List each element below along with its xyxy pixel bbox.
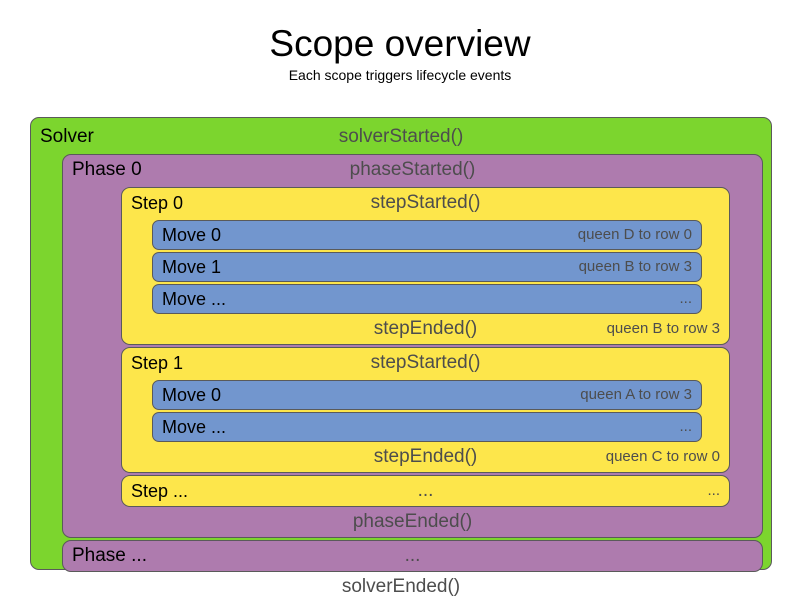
move-0-1-row: Move 1 queen B to row 3: [153, 253, 701, 281]
heading-block: Scope overview Each scope triggers lifec…: [0, 0, 800, 83]
step-0-label: Step 0: [131, 193, 184, 213]
phase-ellipsis-label: Phase ...: [72, 545, 147, 566]
phase-ellipsis-row: Phase ... ...: [63, 541, 762, 571]
move-0-0-detail: queen D to row 0: [577, 226, 692, 243]
phase-0-ended-event: phaseEnded(): [352, 511, 473, 532]
move-0-2-row: Move ... ...: [153, 285, 701, 313]
step-ellipsis-row: Step ... ... ...: [122, 476, 729, 506]
step-0-ended-detail: queen B to row 3: [606, 320, 720, 337]
move-0-0-row: Move 0 queen D to row 0: [153, 221, 701, 249]
step-1-label: Step 1: [131, 353, 184, 373]
move-scope-0-0[interactable]: Move 0 queen D to row 0: [152, 220, 702, 250]
step-scope-1[interactable]: Step 1 stepStarted() Move 0 queen A to r…: [121, 347, 730, 473]
step-scope-0[interactable]: Step 0 stepStarted() Move 0 queen D to r…: [121, 187, 730, 345]
move-0-2-detail: ...: [679, 290, 692, 307]
step-ellipsis-event: ...: [417, 480, 434, 501]
phase-ellipsis-event: ...: [404, 545, 421, 566]
move-0-1-label: Move 1: [162, 257, 222, 277]
move-1-1-label: Move ...: [162, 417, 227, 437]
solver-footer-row: solverEnded(): [31, 572, 771, 602]
step-0-ended-event: stepEnded(): [373, 318, 478, 339]
move-scope-0-1[interactable]: Move 1 queen B to row 3: [152, 252, 702, 282]
move-1-1-row: Move ... ...: [153, 413, 701, 441]
page-title: Scope overview: [269, 23, 531, 64]
step-0-header-row: Step 0 stepStarted(): [122, 188, 729, 218]
move-1-0-detail: queen A to row 3: [580, 386, 692, 403]
page-subtitle: Each scope triggers lifecycle events: [288, 66, 512, 83]
phase-0-label: Phase 0: [72, 159, 142, 180]
solver-scope[interactable]: Solver solverStarted() Phase 0 phaseStar…: [30, 117, 772, 597]
phase-scope-ellipsis[interactable]: Phase ... ...: [62, 540, 763, 572]
solver-started-event: solverStarted(): [338, 126, 464, 147]
move-scope-0-2[interactable]: Move ... ...: [152, 284, 702, 314]
move-0-1-detail: queen B to row 3: [578, 258, 692, 275]
solver-label: Solver: [40, 126, 94, 147]
solver-header-row: Solver solverStarted(): [31, 122, 771, 152]
phase-0-started-event: phaseStarted(): [349, 159, 476, 180]
step-ellipsis-detail: ...: [707, 482, 720, 499]
step-1-footer-row: stepEnded() queen C to row 0: [122, 442, 729, 472]
step-scope-ellipsis[interactable]: Step ... ... ...: [121, 475, 730, 507]
step-0-started-event: stepStarted(): [370, 192, 481, 213]
diagram-area: Solver solverStarted() Phase 0 phaseStar…: [30, 117, 772, 597]
step-1-started-event: stepStarted(): [370, 352, 481, 373]
move-1-1-detail: ...: [679, 418, 692, 435]
step-0-footer-row: stepEnded() queen B to row 3: [122, 314, 729, 344]
step-ellipsis-label: Step ...: [131, 481, 189, 501]
step-1-ended-event: stepEnded(): [373, 446, 478, 467]
move-scope-1-0[interactable]: Move 0 queen A to row 3: [152, 380, 702, 410]
phase-0-footer-row: phaseEnded(): [63, 507, 762, 537]
step-1-ended-detail: queen C to row 0: [605, 448, 720, 465]
solver-ended-event: solverEnded(): [341, 576, 461, 597]
move-scope-1-1[interactable]: Move ... ...: [152, 412, 702, 442]
phase-0-header-row: Phase 0 phaseStarted(): [63, 155, 762, 185]
move-1-0-label: Move 0: [162, 385, 222, 405]
move-0-2-label: Move ...: [162, 289, 227, 309]
phase-scope-0[interactable]: Phase 0 phaseStarted() Step 0 stepStarte…: [62, 154, 763, 538]
step-1-header-row: Step 1 stepStarted(): [122, 348, 729, 378]
move-1-0-row: Move 0 queen A to row 3: [153, 381, 701, 409]
move-0-0-label: Move 0: [162, 225, 222, 245]
